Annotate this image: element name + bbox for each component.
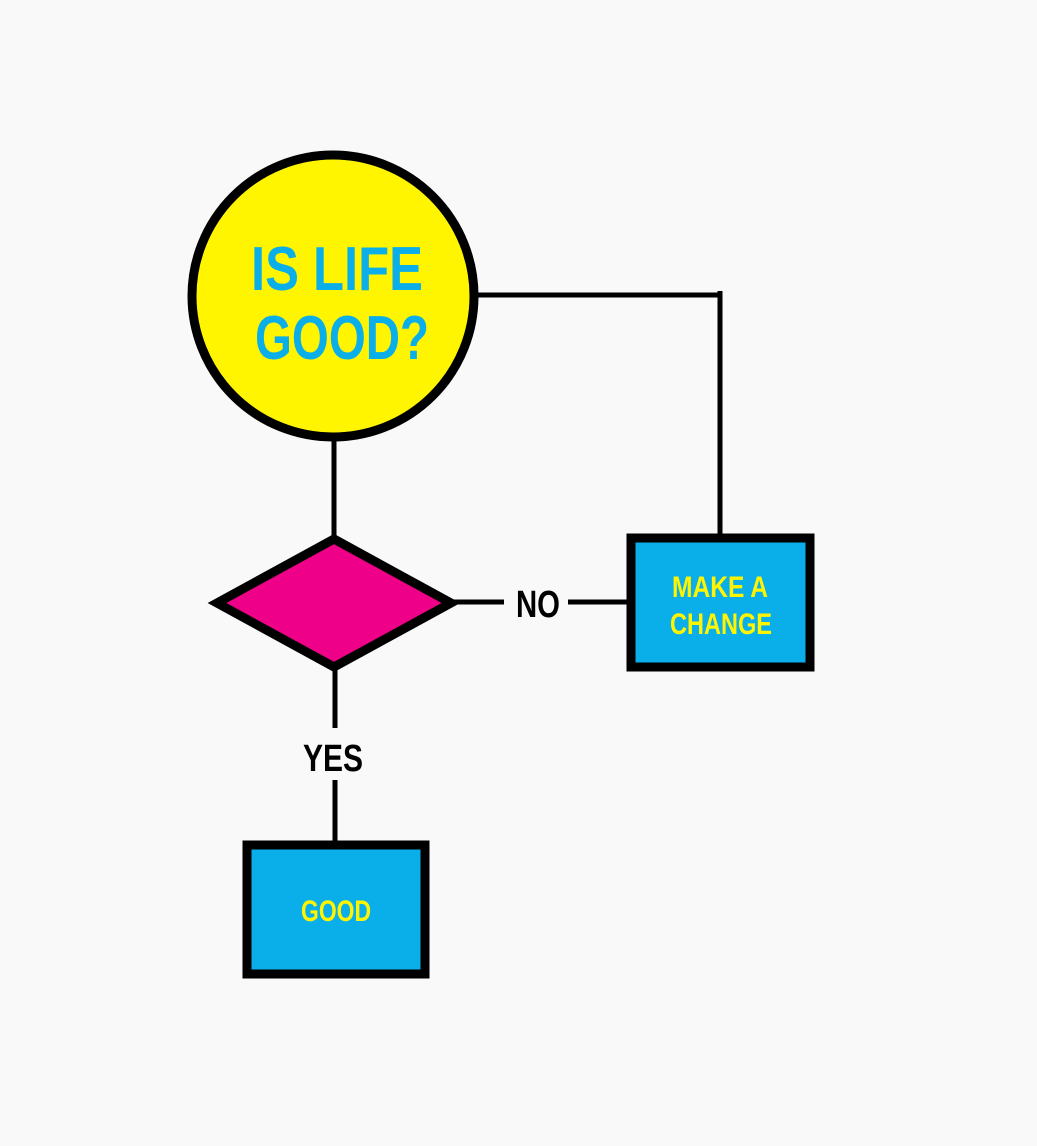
connector-change-loop-back xyxy=(476,291,723,536)
question-text-line2: GOOD? xyxy=(255,304,429,373)
question-text-line1: IS LIFE xyxy=(251,235,423,304)
make-a-change-box xyxy=(626,533,815,672)
make-a-change-text-line1: MAKE A xyxy=(672,571,768,604)
good-node: GOOD xyxy=(242,840,430,979)
good-text: GOOD xyxy=(301,895,371,928)
make-a-change-text-line2: CHANGE xyxy=(670,608,772,641)
question-node: IS LIFE GOOD? xyxy=(187,150,479,442)
yes-label: YES xyxy=(303,738,363,780)
question-circle xyxy=(187,150,479,442)
decision-diamond xyxy=(207,533,461,673)
make-a-change-node: MAKE A CHANGE xyxy=(626,533,815,672)
good-box xyxy=(242,840,430,979)
connectors xyxy=(331,291,723,844)
no-label: NO xyxy=(516,584,560,626)
